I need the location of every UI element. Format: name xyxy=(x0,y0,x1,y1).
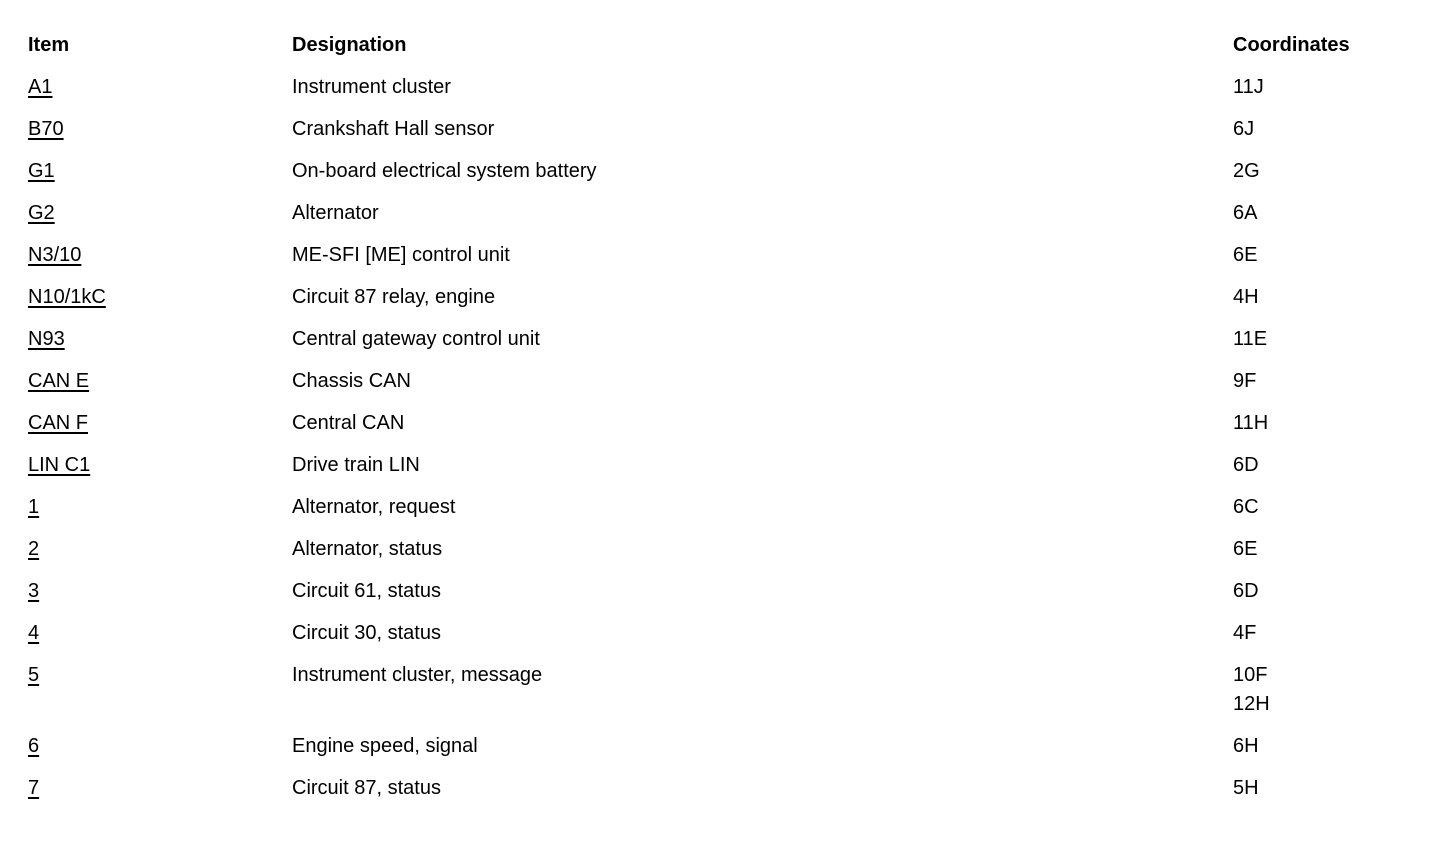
item-link[interactable]: 5 xyxy=(28,664,40,686)
item-cell: N93 xyxy=(28,325,292,367)
column-header-coordinates: Coordinates xyxy=(1233,34,1350,56)
designation-cell: Circuit 87 relay, engine xyxy=(292,286,496,308)
item-link[interactable]: N10/1kC xyxy=(28,286,106,308)
designation-cell: Drive train LIN xyxy=(292,454,420,476)
table-row: 1 Alternator, request 6C xyxy=(28,493,1440,535)
designation-cell: Instrument cluster, message xyxy=(292,664,543,686)
item-link[interactable]: N93 xyxy=(28,328,65,350)
coordinates-cell: 11H xyxy=(1233,412,1269,434)
coordinates-cell: 5H xyxy=(1233,777,1259,799)
coordinates-cell: 6E xyxy=(1233,244,1258,266)
table-row: A1 Instrument cluster 11J xyxy=(28,73,1440,115)
designation-cell: Alternator xyxy=(292,202,379,224)
item-cell: 1 xyxy=(28,493,292,535)
item-link[interactable]: 4 xyxy=(28,622,40,644)
coordinates-cell: 6C xyxy=(1233,496,1259,518)
coordinates-cell: 10F 12H xyxy=(1233,664,1270,715)
table-row: N10/1kC Circuit 87 relay, engine 4H xyxy=(28,283,1440,325)
designation-cell: Circuit 87, status xyxy=(292,777,441,799)
item-cell: G2 xyxy=(28,199,292,241)
table-row: LIN C1 Drive train LIN 6D xyxy=(28,451,1440,493)
table-row: CAN F Central CAN 11H xyxy=(28,409,1440,451)
item-link[interactable]: 3 xyxy=(28,580,40,602)
table-row: CAN E Chassis CAN 9F xyxy=(28,367,1440,409)
component-legend-table: Item Designation Coordinates A1 Instrume… xyxy=(28,31,1440,816)
item-cell: 7 xyxy=(28,774,292,816)
item-link[interactable]: A1 xyxy=(28,76,53,98)
item-link[interactable]: 7 xyxy=(28,777,40,799)
item-link[interactable]: 6 xyxy=(28,735,40,757)
coordinates-cell: 6D xyxy=(1233,580,1259,602)
table-row: N93 Central gateway control unit 11E xyxy=(28,325,1440,367)
item-cell: N3/10 xyxy=(28,241,292,283)
table-row: N3/10 ME-SFI [ME] control unit 6E xyxy=(28,241,1440,283)
table-row: 4 Circuit 30, status 4F xyxy=(28,619,1440,661)
designation-cell: Instrument cluster xyxy=(292,76,451,98)
item-link[interactable]: 2 xyxy=(28,538,40,560)
table-row: 7 Circuit 87, status 5H xyxy=(28,774,1440,816)
item-link[interactable]: B70 xyxy=(28,118,64,140)
coordinates-cell: 6D xyxy=(1233,454,1259,476)
item-cell: G1 xyxy=(28,157,292,199)
column-header-item: Item xyxy=(28,34,70,56)
item-link[interactable]: 1 xyxy=(28,496,40,518)
item-cell: B70 xyxy=(28,115,292,157)
item-cell: 4 xyxy=(28,619,292,661)
item-cell: CAN E xyxy=(28,367,292,409)
coordinates-cell: 6H xyxy=(1233,735,1259,757)
designation-cell: Central gateway control unit xyxy=(292,328,540,350)
designation-cell: ME-SFI [ME] control unit xyxy=(292,244,510,266)
coordinates-cell: 4H xyxy=(1233,286,1259,308)
column-header-designation: Designation xyxy=(292,34,407,56)
item-link[interactable]: N3/10 xyxy=(28,244,82,266)
designation-cell: On-board electrical system battery xyxy=(292,160,597,182)
item-cell: LIN C1 xyxy=(28,451,292,493)
coordinates-cell: 2G xyxy=(1233,160,1260,182)
coordinates-cell: 6J xyxy=(1233,118,1255,140)
item-cell: 6 xyxy=(28,732,292,774)
table-row: G1 On-board electrical system battery 2G xyxy=(28,157,1440,199)
item-cell: A1 xyxy=(28,73,292,115)
designation-cell: Engine speed, signal xyxy=(292,735,478,757)
item-cell: 2 xyxy=(28,535,292,577)
item-link[interactable]: CAN E xyxy=(28,370,90,392)
table-row: 2 Alternator, status 6E xyxy=(28,535,1440,577)
item-link[interactable]: CAN F xyxy=(28,412,88,434)
designation-cell: Circuit 61, status xyxy=(292,580,441,602)
designation-cell: Chassis CAN xyxy=(292,370,411,392)
item-link[interactable]: G2 xyxy=(28,202,55,224)
table-row: 5 Instrument cluster, message 10F 12H xyxy=(28,661,1440,732)
designation-cell: Circuit 30, status xyxy=(292,622,441,644)
designation-cell: Alternator, status xyxy=(292,538,443,560)
item-cell: 5 xyxy=(28,661,292,732)
coordinates-cell: 6A xyxy=(1233,202,1258,224)
designation-cell: Alternator, request xyxy=(292,496,456,518)
item-cell: 3 xyxy=(28,577,292,619)
table-row: B70 Crankshaft Hall sensor 6J xyxy=(28,115,1440,157)
coordinates-cell: 11E xyxy=(1233,328,1268,350)
item-link[interactable]: LIN C1 xyxy=(28,454,91,476)
item-cell: N10/1kC xyxy=(28,283,292,325)
table-row: 3 Circuit 61, status 6D xyxy=(28,577,1440,619)
table-row: 6 Engine speed, signal 6H xyxy=(28,732,1440,774)
item-link[interactable]: G1 xyxy=(28,160,55,182)
item-cell: CAN F xyxy=(28,409,292,451)
header-row: Item Designation Coordinates xyxy=(28,31,1440,73)
coordinates-cell: 6E xyxy=(1233,538,1258,560)
coordinates-cell: 11J xyxy=(1233,76,1264,98)
table-row: G2 Alternator 6A xyxy=(28,199,1440,241)
coordinates-cell: 9F xyxy=(1233,370,1257,392)
designation-cell: Crankshaft Hall sensor xyxy=(292,118,495,140)
coordinates-cell: 4F xyxy=(1233,622,1257,644)
designation-cell: Central CAN xyxy=(292,412,405,434)
